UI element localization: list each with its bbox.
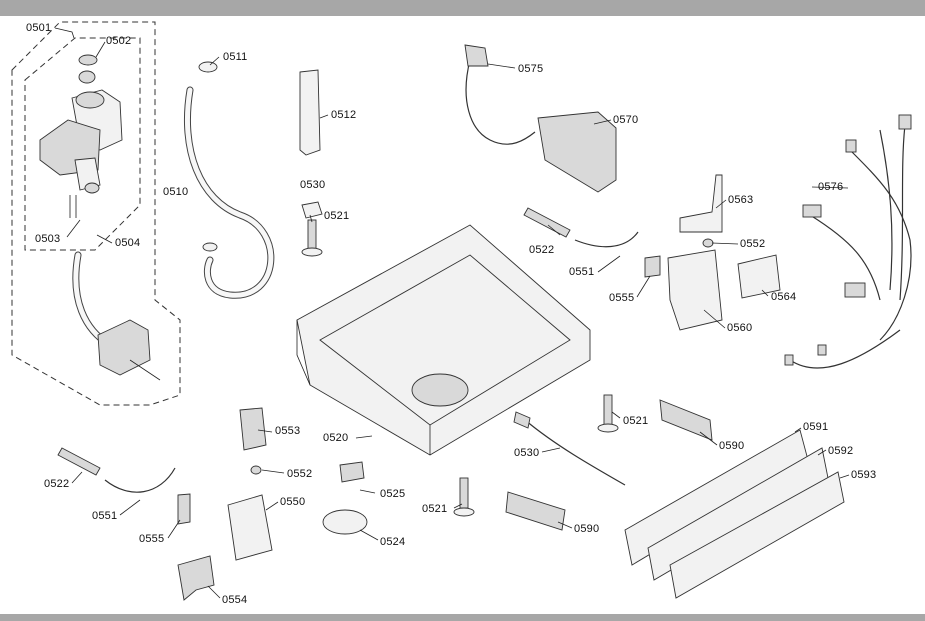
label-0550: 0550 [280, 496, 306, 508]
part-0530-foot [301, 201, 323, 219]
label-0522: 0522 [44, 478, 70, 490]
label-0551: 0551 [92, 510, 118, 522]
label-0555: 0555 [609, 292, 635, 304]
part-0570-module [537, 111, 617, 193]
bottom-border-bar [0, 614, 925, 621]
label-0511: 0511 [223, 51, 248, 63]
part-0555-clip-a [644, 255, 661, 278]
label-0553: 0553 [275, 425, 301, 437]
label-0552: 0552 [287, 468, 313, 480]
label-0552: 0552 [740, 238, 766, 250]
label-0576: 0576 [818, 181, 844, 193]
label-0525: 0525 [380, 488, 406, 500]
part-0521-screw-foot-b [597, 394, 619, 433]
label-0564: 0564 [771, 291, 797, 303]
part-0522-spring-a [523, 207, 571, 238]
label-0512: 0512 [331, 109, 357, 121]
part-0576-wire-harness [784, 114, 912, 369]
label-0524: 0524 [380, 536, 406, 548]
part-0563-bracket [679, 174, 723, 233]
label-0563: 0563 [728, 194, 754, 206]
label-0520: 0520 [323, 432, 349, 444]
label-0591: 0591 [803, 421, 829, 433]
part-0564-cage [737, 254, 781, 299]
part-0530-sensor-cable [524, 419, 626, 486]
part-0551-sensor-cable-a [574, 231, 639, 248]
label-0554: 0554 [222, 594, 248, 606]
label-0590: 0590 [719, 440, 745, 452]
part-0502-seal-ring [78, 54, 98, 84]
label-0502: 0502 [106, 35, 132, 47]
label-0530: 0530 [300, 179, 326, 191]
label-0560: 0560 [727, 322, 753, 334]
part-0520-base-frame [296, 224, 591, 456]
assembly-0501-outline [11, 21, 181, 406]
leader-lines [54, 27, 850, 599]
assembly-0503-outline [24, 37, 141, 251]
part-0552-nut-a [702, 238, 714, 248]
part-0511-hose-clip [198, 61, 218, 73]
part-0503-inlet-valve [39, 89, 123, 218]
part-0522-spring-b [57, 447, 101, 476]
label-0530: 0530 [514, 447, 540, 459]
part-0504-inlet-block [97, 319, 161, 381]
part-0554-bracket [177, 555, 215, 601]
part-0510-drain-hose [183, 86, 275, 299]
label-0510: 0510 [163, 186, 189, 198]
part-0521-screw-foot-c [453, 477, 475, 517]
part-0525-clip [339, 461, 365, 483]
part-0593-panel [669, 471, 845, 599]
label-0501: 0501 [26, 22, 52, 34]
part-0552-nut-b [250, 465, 262, 475]
part-0512-hose-holder [299, 69, 321, 156]
label-0504: 0504 [115, 237, 141, 249]
label-0521: 0521 [324, 210, 350, 222]
part-0590-bracket-b [505, 491, 566, 531]
part-0560-hinge-plate [667, 249, 723, 331]
label-0522: 0522 [529, 244, 555, 256]
top-border-bar [0, 0, 925, 16]
label-0503: 0503 [35, 233, 61, 245]
label-0555: 0555 [139, 533, 165, 545]
part-0590-bracket-a [659, 399, 713, 441]
part-0551-sensor-cable-b [104, 467, 176, 493]
part-0575-power-cord [465, 59, 536, 145]
label-0570: 0570 [613, 114, 639, 126]
label-0593: 0593 [851, 469, 877, 481]
label-0575: 0575 [518, 63, 544, 75]
label-0521: 0521 [422, 503, 448, 515]
label-0521: 0521 [623, 415, 649, 427]
part-0553-bracket [239, 407, 267, 451]
part-0524-disc [322, 509, 368, 535]
label-0592: 0592 [828, 445, 854, 457]
part-0521-screw-foot-a [301, 219, 323, 257]
label-0551: 0551 [569, 266, 595, 278]
part-0555-clip-b [177, 493, 191, 525]
label-0590: 0590 [574, 523, 600, 535]
part-0550-hinge-plate [227, 494, 273, 561]
